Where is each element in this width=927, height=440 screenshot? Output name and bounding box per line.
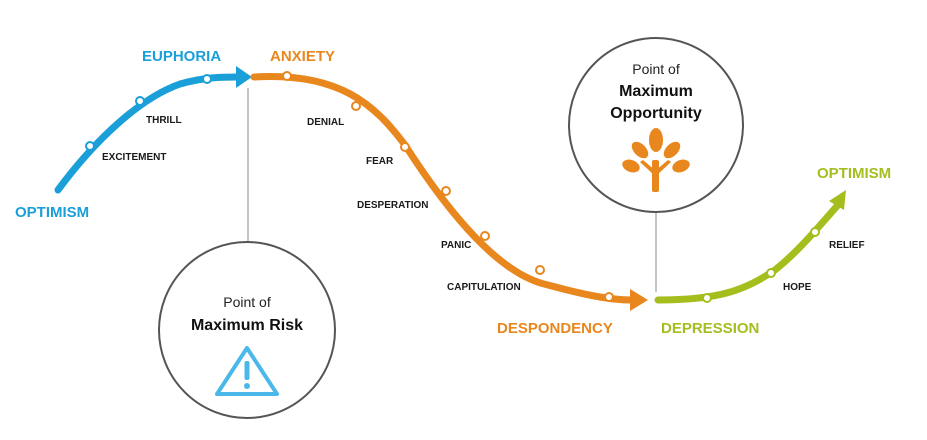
desperation-node: [441, 186, 451, 196]
capitulation-node: [535, 265, 545, 275]
maximum-risk-callout: Point of Maximum Risk: [158, 241, 336, 419]
stage-anxiety: ANXIETY: [270, 48, 335, 65]
step-thrill: THRILL: [146, 115, 182, 126]
warning-triangle-icon: [215, 346, 279, 396]
risk-circle: [158, 241, 336, 419]
step-excitement: EXCITEMENT: [102, 152, 166, 163]
step-relief: RELIEF: [829, 240, 865, 251]
despondency-arrowhead: [630, 289, 648, 311]
thrill-node: [135, 96, 145, 106]
depression-node: [702, 293, 712, 303]
stage-optimism-start: OPTIMISM: [15, 204, 89, 221]
blue-segment: [54, 66, 252, 194]
denial-node: [351, 101, 361, 111]
step-capitulation: CAPITULATION: [447, 282, 521, 293]
tree-icon: [622, 128, 690, 192]
step-panic: PANIC: [441, 240, 471, 251]
step-denial: DENIAL: [307, 117, 344, 128]
opportunity-line2: Maximum: [619, 83, 693, 100]
opportunity-circle: [568, 37, 744, 213]
euphoria-node: [202, 74, 212, 84]
stage-euphoria: EUPHORIA: [142, 48, 221, 65]
step-hope: HOPE: [783, 282, 812, 293]
opportunity-line3: Opportunity: [610, 105, 702, 122]
panic-node: [480, 231, 490, 241]
fear-node: [400, 142, 410, 152]
excitement-node: [85, 141, 95, 151]
opportunity-line1: Point of: [632, 61, 680, 77]
stage-despondency: DESPONDENCY: [497, 320, 613, 337]
green-segment: [654, 190, 846, 304]
step-desperation: DESPERATION: [357, 200, 429, 211]
orange-segment: [250, 71, 648, 311]
stage-optimism-end: OPTIMISM: [817, 165, 891, 182]
step-fear: FEAR: [366, 156, 394, 167]
risk-line2: Maximum Risk: [191, 317, 303, 334]
stage-depression: DEPRESSION: [661, 320, 759, 337]
despondency-node: [604, 292, 614, 302]
optimism-arrowhead: [829, 190, 846, 210]
relief-node: [810, 227, 820, 237]
maximum-opportunity-callout: Point of Maximum Opportunity: [568, 37, 744, 213]
hope-node: [766, 268, 776, 278]
risk-line1: Point of: [223, 294, 271, 310]
anxiety-node: [282, 71, 292, 81]
euphoria-arrowhead: [236, 66, 252, 88]
